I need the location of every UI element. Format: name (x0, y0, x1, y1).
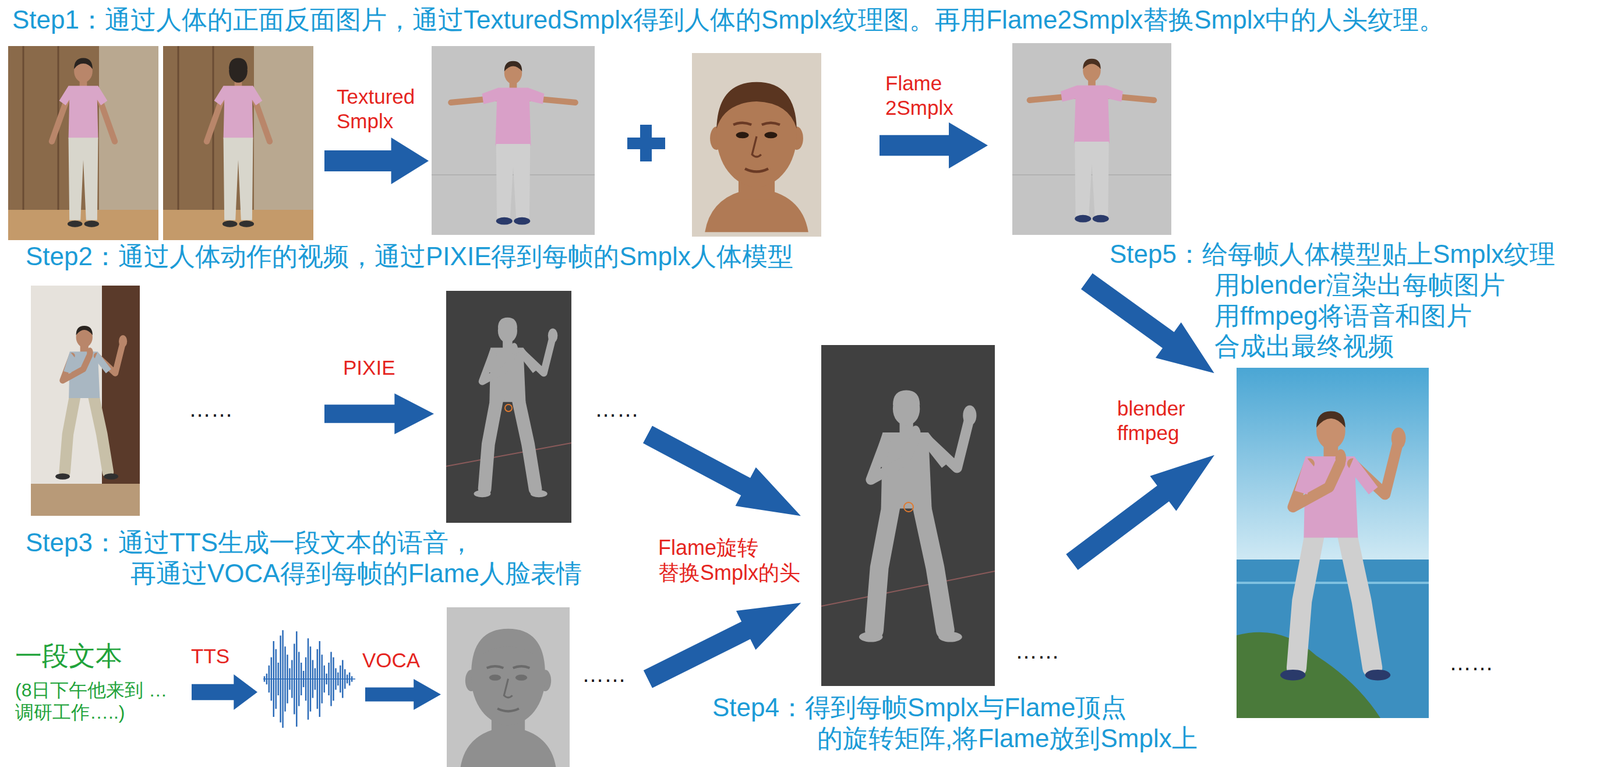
final-render (1236, 367, 1429, 718)
combined-model (821, 570, 995, 606)
combined-model (821, 344, 995, 686)
arrow-label: Flame 2Smplx (885, 71, 967, 120)
pixie-model (473, 317, 558, 497)
illustration (637, 583, 811, 699)
flame2smplx-result (1029, 58, 1155, 223)
flame2smplx-result (1012, 43, 1172, 235)
pixie-model (446, 290, 572, 523)
pixie-model (473, 317, 558, 497)
ellipsis: …… (1015, 637, 1060, 665)
audio-waveform (264, 629, 352, 727)
illustration (191, 673, 258, 710)
video-frame (30, 285, 140, 516)
ellipsis: …… (581, 661, 627, 688)
input-text: (8日下午他来到 …调研工作…..) (15, 678, 185, 724)
video-frame (30, 285, 140, 516)
back-photo (163, 46, 314, 240)
front-photo (51, 58, 115, 228)
input-text: 一段文本 (15, 639, 123, 672)
combined-model (859, 389, 977, 642)
back-photo (178, 46, 214, 210)
arrow-label: PIXIE (343, 355, 395, 380)
ellipsis: …… (594, 396, 639, 423)
flame2smplx-result (1012, 174, 1172, 176)
step-caption: Step3：通过TTS生成一段文本的语音， 再通过VOCA得到每帧的Flame人… (25, 527, 609, 589)
final-render (1236, 559, 1429, 718)
audio-waveform (263, 629, 356, 727)
flame2smplx-result (1012, 43, 1172, 235)
plus-sign (640, 124, 652, 162)
illustration (365, 678, 441, 710)
illustration (1058, 437, 1228, 580)
back-photo (163, 46, 314, 240)
flame2smplx-result (1029, 58, 1155, 223)
combined-model (903, 502, 914, 512)
front-photo (8, 46, 159, 240)
video-frame (55, 325, 127, 480)
video-frame (101, 285, 140, 516)
combined-model (821, 344, 995, 686)
final-render (1280, 411, 1406, 681)
illustration (324, 137, 429, 185)
arrow-label: Flame旋转 替换Smplx的头 (658, 534, 816, 585)
front-photo (23, 46, 59, 210)
flame-head-texture (691, 53, 822, 237)
flame-head-texture (691, 53, 822, 237)
flame-head-texture (704, 82, 809, 233)
front-photo (8, 209, 159, 240)
back-photo (206, 58, 270, 228)
textured-smplx-render (450, 61, 576, 225)
pixie-model (504, 404, 512, 412)
flame-head-texture (704, 82, 809, 233)
audio-waveform (263, 677, 356, 679)
front-photo (51, 58, 115, 228)
step-caption: Step4：得到每帧Smplx与Flame顶点 的旋转矩阵,将Flame放到Sm… (712, 691, 1237, 754)
back-photo (206, 58, 270, 228)
textured-smplx-render (431, 174, 595, 176)
textured-smplx-render (450, 61, 576, 225)
front-photo (8, 46, 159, 240)
video-frame (55, 325, 127, 480)
plus-sign (627, 124, 666, 162)
flame-face-model (460, 628, 557, 767)
arrow-label: VOCA (362, 647, 420, 673)
illustration (637, 414, 811, 535)
back-photo (228, 59, 248, 83)
combined-model (859, 389, 977, 642)
ellipsis: …… (1449, 649, 1494, 677)
flame-face-model (446, 606, 570, 767)
textured-smplx-render (431, 46, 595, 235)
step-caption: Step1：通过人体的正面反面图片，通过TexturedSmplx得到人体的Sm… (12, 4, 1445, 36)
illustration (879, 122, 988, 169)
video-frame (30, 483, 140, 516)
illustration (324, 393, 434, 434)
flame-face-model (446, 606, 570, 767)
arrow-label: TTS (191, 643, 230, 669)
ellipsis: …… (188, 396, 233, 423)
step-caption: Step5：给每帧人体模型贴上Smplx纹理 用blender渲染出每帧图片 用… (1109, 238, 1594, 362)
flame-face-model (460, 628, 557, 767)
pixie-model (446, 442, 572, 466)
final-render (1280, 411, 1406, 681)
final-render (1236, 581, 1429, 584)
arrow-label: Textured Smplx (336, 84, 430, 134)
textured-smplx-render (431, 46, 595, 235)
illustration (1074, 263, 1228, 391)
pixie-model (446, 290, 572, 523)
audio-waveform (263, 629, 356, 727)
arrow-label: blender ffmpeg (1117, 396, 1199, 445)
back-photo (163, 209, 314, 240)
step-caption: Step2：通过人体动作的视频，通过PIXIE得到每帧的Smplx人体模型 (25, 241, 794, 273)
final-render (1236, 367, 1429, 718)
